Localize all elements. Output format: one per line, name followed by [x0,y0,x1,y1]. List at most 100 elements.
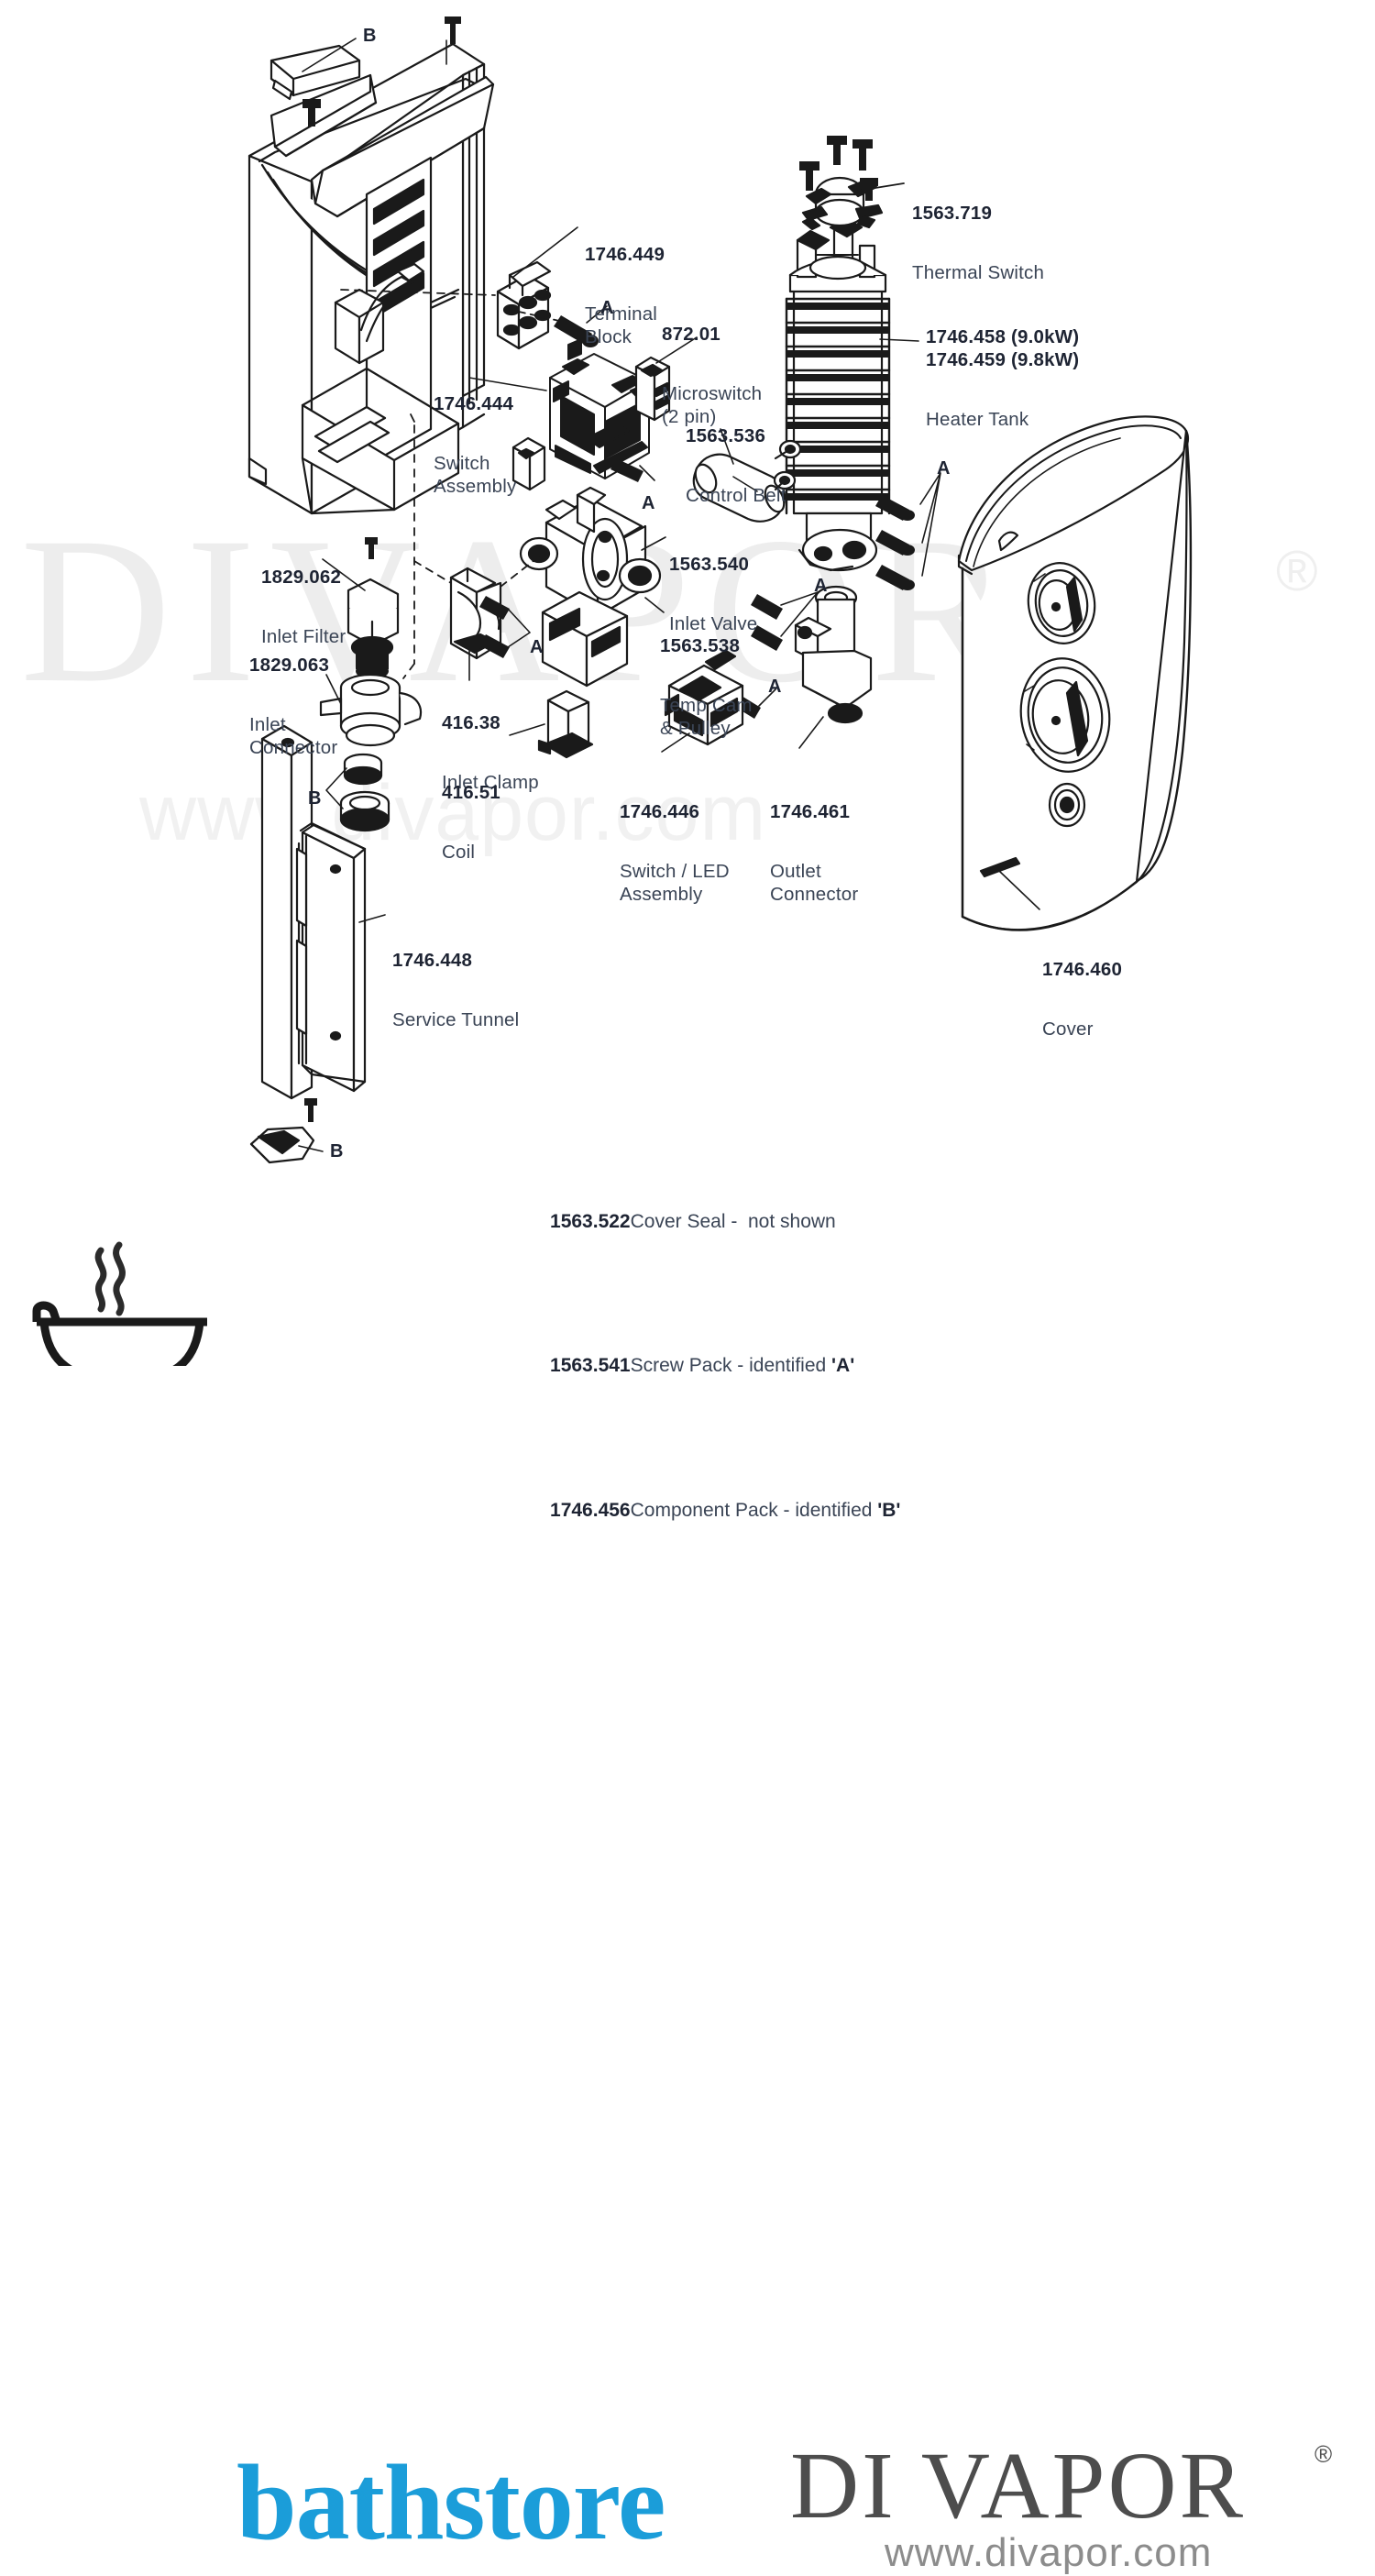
cover-artwork [957,415,1193,931]
part-number: 1829.063 [249,654,330,676]
part-name: Terminal Block [585,303,658,348]
callout-inlet-connector: 1829.063 Inlet Connector [249,617,337,796]
part-name: Outlet Connector [770,860,859,906]
pack-letter-a-cover-screw: A [937,458,951,479]
divapor-wordmark: DI VAPOR [790,2433,1246,2538]
leader-control-belt [720,428,734,465]
inlet-connector-artwork [319,673,423,747]
terminal-block-artwork [496,260,552,350]
switch-assembly-artwork [549,338,661,479]
note-emph: 'B' [877,1499,901,1521]
coil-artwork [537,689,594,759]
inlet-valve-artwork [519,486,662,688]
callout-heater-tank: 1746.458 (9.0kW) 1746.459 (9.8kW) Heater… [926,289,1079,468]
part-number: 1563.719 [912,202,993,224]
part-name: Cover [1042,1018,1094,1040]
thermal-switch-artwork [801,176,905,231]
leader-service-tunnel [358,914,386,923]
control-belt-artwork [692,453,786,523]
note-emph: 'A' [831,1355,855,1376]
leader-microswitch [655,336,698,364]
thermal-switch-screws [799,136,878,201]
part-name: Inlet Valve [669,612,758,634]
screw-a-switch [610,458,655,482]
pack-letter-a-terminal-screw: A [600,298,614,318]
part-number: 416.38 [442,711,500,733]
callout-switch-led-assembly: 1746.446 Switch / LED Assembly [620,764,730,942]
part-name: Thermal Switch [912,261,1045,283]
part-name: Switch Assembly [434,452,517,498]
note-text: Screw Pack - identified [630,1355,832,1376]
inlet-filter-artwork [346,578,400,679]
leader-inlet-valve [641,536,666,551]
callout-control-belt: 1563.536 Control Belt [686,388,786,544]
callout-service-tunnel: 1746.448 Service Tunnel [392,912,519,1068]
part-number: 1563.536 [686,424,766,446]
screw-a-terminal [554,305,608,347]
pack-letter-b-bottom-cap: B [330,1141,344,1161]
pack-letter-a-switch-screw: A [642,493,655,513]
note-text: Component Pack - identified [630,1499,878,1521]
connector-small-left [512,436,546,491]
leader-heater-tank [879,338,919,342]
switch-led-assembly-artwork [664,649,744,746]
part-number: 1746.449 [585,243,666,265]
note-text: Cover Seal - not shown [630,1210,836,1232]
part-name: Service Tunnel [392,1008,520,1030]
callout-outlet-connector: 1746.461 Outlet Connector [770,764,858,942]
part-number: 416.51 [442,781,500,803]
footer-brand-bar: bathstore DI VAPOR ® www.divapor.com [0,1212,1375,2575]
part-name: Inlet Clamp [442,771,539,793]
screw-group-clamp [479,596,510,658]
pack-letter-b-seal-pair: B [308,788,322,809]
callout-switch-assembly: 1746.444 Switch Assembly [434,356,516,534]
bathtub-with-steam-icon [32,1241,207,1366]
leader-temp-cam [644,597,665,613]
pack-letter-a-clamp-screw: A [530,637,544,657]
part-name: Coil [442,841,476,863]
callout-microswitch: 872.01 Microswitch (2 pin) [662,286,762,465]
screw-group-outlet [751,594,783,651]
part-number: 1829.062 [261,566,342,588]
part-number: 1563.538 [660,634,741,656]
callout-cover: 1746.460 Cover [1042,921,1122,1077]
callout-inlet-filter: 1829.062 Inlet Filter [261,529,346,685]
part-number: 1746.446 [620,800,700,822]
part-number: 1746.461 [770,800,851,822]
part-number: 1746.448 [392,949,473,971]
callout-inlet-clamp: 416.38 Inlet Clamp [442,675,539,831]
screw-group-cover [875,495,915,590]
callout-terminal-block: 1746.449 Terminal Block [585,206,665,385]
part-name: Heater Tank [926,409,1029,431]
note-row: 1746.456Component Pack - identified 'B' [518,1467,900,1554]
exploded-diagram-artwork [248,17,1193,1164]
parts-diagram-page: DIVAPOR ® www.divapor.com [0,17,1375,2575]
leader-outlet-connector [798,716,824,749]
note-row: 1563.522Cover Seal - not shown [518,1178,900,1265]
part-number: 1746.458 (9.0kW) 1746.459 (9.8kW) [926,325,1080,371]
leader-cover [998,870,1040,910]
seal-pair-artwork [339,753,390,832]
leader-switch-assembly [468,377,547,391]
leader-switch-led [661,732,690,753]
callout-temp-cam-pulley: 1563.538 Temp Cam & Pulley [660,598,753,776]
leader-inlet-connector [325,674,342,705]
part-number: 872.01 [662,323,720,345]
note-row: 1563.541Screw Pack - identified 'A' [518,1323,900,1410]
outlet-connector-artwork [794,585,873,724]
part-number: 1563.540 [669,553,750,575]
divapor-registered-icon: ® [1314,2440,1333,2468]
part-name: Switch / LED Assembly [620,860,730,906]
part-number: 1746.460 [1042,958,1123,980]
pack-letter-b-top-cap: B [363,26,377,46]
part-name: Control Belt [686,484,786,506]
service-tunnel-artwork [260,724,367,1100]
part-name: Inlet Connector [249,713,338,759]
leader-coil [509,723,545,736]
note-number: 1746.456 [550,1499,631,1521]
microswitch-artwork [634,356,671,422]
leader-inlet-filter [322,558,366,591]
chassis-artwork [248,42,495,515]
divapor-url: www.divapor.com [885,2530,1213,2575]
part-name: Inlet Filter [261,625,346,647]
